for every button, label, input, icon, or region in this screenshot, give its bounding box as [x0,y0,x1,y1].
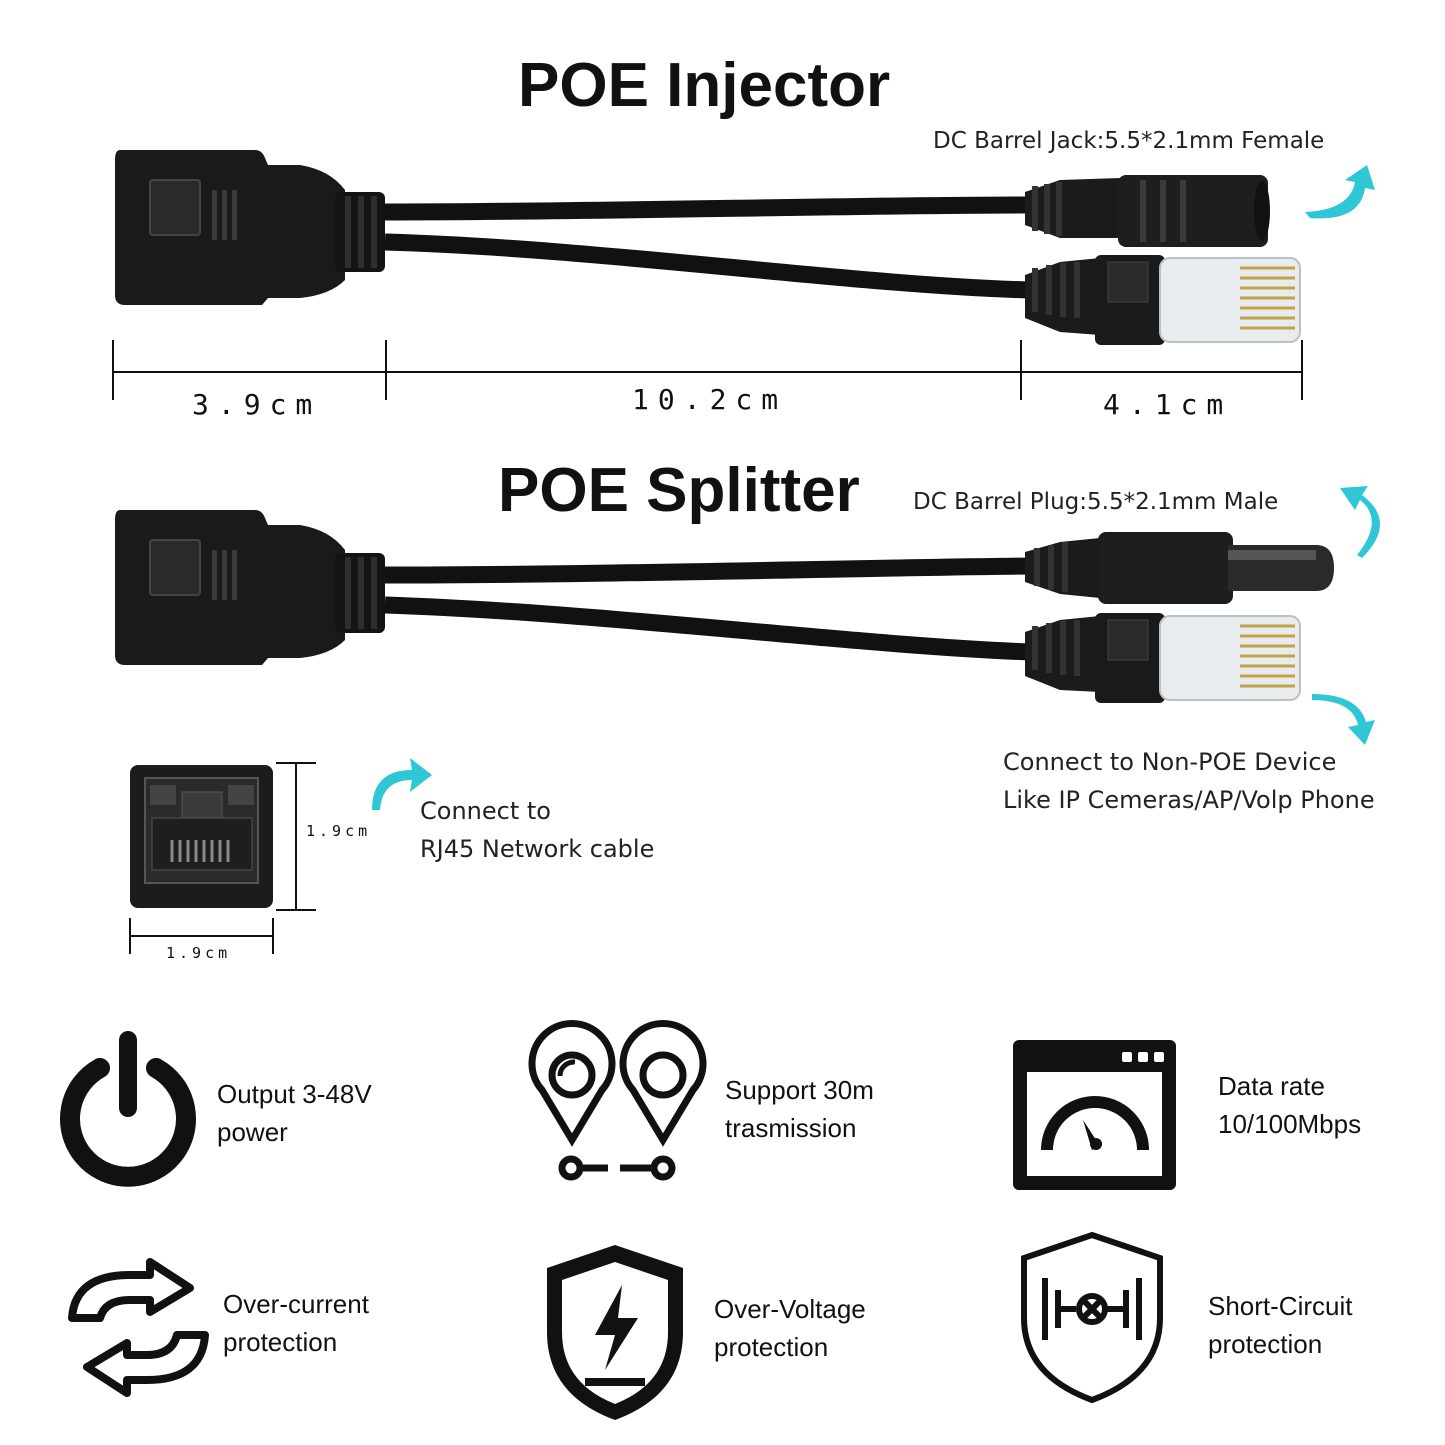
splitter-title: POE Splitter [498,456,860,525]
feature-data-rate-line1: Data rate [1218,1071,1325,1101]
splitter-dc-label: DC Barrel Plug:5.5*2.1mm Male [913,489,1279,515]
feature-short-circuit: Short-Circuit protection [1208,1287,1352,1363]
jack-note-line1: Connect to [420,797,551,825]
injector-title: POE Injector [518,51,891,120]
feature-power-line1: Output 3-48V [217,1079,372,1109]
injector-rj45-male-plug [1025,255,1301,345]
splitter-rj45-arrow-icon [1312,694,1375,745]
feature-short-circuit-line2: protection [1208,1329,1323,1359]
shield-circuit-icon [1021,1231,1163,1404]
feature-transmission: Support 30m trasmission [725,1071,874,1147]
location-distance-icon [528,1020,707,1181]
dimension-segment-2: 10.2cm [632,383,788,416]
feature-power-line2: power [217,1117,288,1147]
injector-dc-label: DC Barrel Jack:5.5*2.1mm Female [933,128,1325,154]
dimension-segment-1: 3.9cm [192,388,322,421]
shield-lightning-icon [547,1245,683,1420]
feature-transmission-line1: Support 30m [725,1075,874,1105]
jack-width-dimension: 1.9cm [166,944,232,962]
feature-over-voltage-line2: protection [714,1332,829,1362]
feature-data-rate: Data rate 10/100Mbps [1218,1067,1361,1143]
injector-rj45-female-connector [115,150,385,305]
dimension-segment-3: 4.1cm [1103,388,1233,421]
injector-dc-jack [1025,175,1270,247]
splitter-rj45-female-connector [115,510,385,665]
injector-dc-arrow-icon [1305,165,1375,219]
feature-over-current: Over-current protection [223,1285,369,1361]
feature-over-current-line1: Over-current [223,1289,369,1319]
feature-over-current-line2: protection [223,1327,338,1357]
speedometer-window-icon [1013,1040,1176,1190]
splitter-rj45-male-plug [1025,613,1301,703]
refresh-arrows-icon [68,1258,209,1397]
feature-over-voltage: Over-Voltage protection [714,1290,866,1366]
jack-note-line2: RJ45 Network cable [420,835,655,863]
feature-over-voltage-line1: Over-Voltage [714,1294,866,1324]
power-icon [60,1031,196,1187]
feature-short-circuit-line1: Short-Circuit [1208,1291,1353,1321]
splitter-dc-arrow-icon [1340,486,1380,558]
jack-height-dimension: 1.9cm [306,822,372,840]
feature-transmission-line2: trasmission [725,1113,857,1143]
splitter-rj45-note-line2: Like IP Cemeras/AP/Volp Phone [1003,786,1375,814]
splitter-rj45-note-line1: Connect to Non-POE Device [1003,748,1337,776]
splitter-dc-plug [1025,532,1334,604]
feature-data-rate-line2: 10/100Mbps [1218,1109,1362,1139]
feature-power: Output 3-48V power [217,1075,372,1151]
jack-arrow-icon [372,758,432,810]
